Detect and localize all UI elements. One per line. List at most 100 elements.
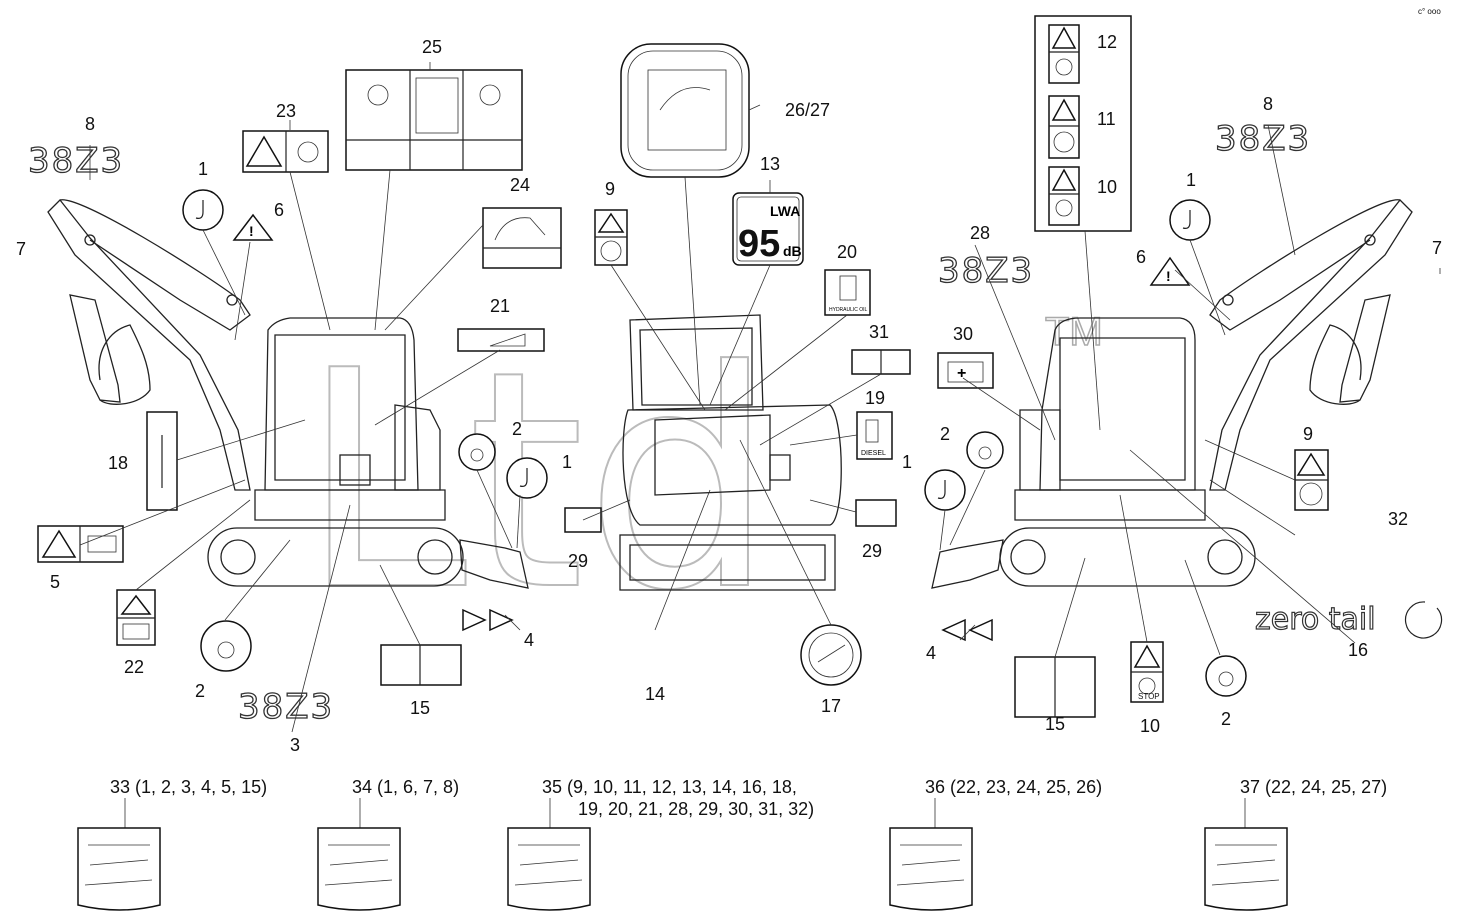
hydraulic-label: HYDRAULIC OIL — [829, 307, 868, 313]
kit-label: 33 (1, 2, 3, 4, 5, 15) — [110, 777, 267, 797]
callout: 31 — [869, 322, 889, 342]
sound-unit: LWA — [770, 203, 800, 219]
callout: 18 — [108, 453, 128, 473]
kit-label: 37 (22, 24, 25, 27) — [1240, 777, 1387, 797]
callout: 14 — [645, 684, 665, 704]
callout: 24 — [510, 175, 530, 195]
kit-label: 34 (1, 6, 7, 8) — [352, 777, 459, 797]
callout: 5 — [50, 572, 60, 592]
callout: 6 — [274, 200, 284, 220]
tie-down-icon — [200, 431, 1247, 697]
logo-text: zero tail — [1255, 602, 1376, 637]
callout-numbers: 1 1 1 1 2 2 2 2 3 4 4 5 6 6 7 7 8 8 9 9 … — [16, 32, 1442, 755]
decal-30: + — [937, 352, 994, 389]
callout: 22 — [124, 657, 144, 677]
stop-label: STOP — [1138, 692, 1160, 701]
right-excavator — [931, 199, 1413, 589]
decal-24 — [482, 207, 562, 269]
kit-33: 33 (1, 2, 3, 4, 5, 15) — [77, 777, 267, 911]
callout: 10 — [1097, 177, 1117, 197]
decal-5 — [37, 525, 124, 563]
callout: 25 — [422, 37, 442, 57]
sound-suffix: dB — [783, 243, 802, 259]
callout: 9 — [605, 179, 615, 199]
model-decal-8-right: 38Z3 — [1215, 119, 1311, 159]
callout: 7 — [16, 239, 26, 259]
decal-15 — [380, 644, 1096, 718]
arrow-decal-4 — [462, 608, 993, 642]
decal-29-left — [564, 507, 602, 533]
decal-21 — [457, 328, 545, 352]
sound-value: 95 — [738, 223, 780, 265]
callout: 32 — [1388, 509, 1408, 529]
callout: 1 — [902, 452, 912, 472]
decal-25 — [345, 69, 523, 171]
callout: 29 — [862, 541, 882, 561]
svg-text:!: ! — [1166, 268, 1171, 284]
decal-17 — [800, 624, 862, 686]
callout: 11 — [1097, 109, 1116, 129]
decal-13: LWA 95 dB — [732, 192, 804, 266]
callout: 4 — [524, 630, 534, 650]
callout: 17 — [821, 696, 841, 716]
decal-10-lower: STOP — [1130, 641, 1164, 703]
decal-26-27 — [620, 43, 750, 178]
callout: 1 — [1186, 170, 1196, 190]
kit-36: 36 (22, 23, 24, 25, 26) — [889, 777, 1102, 911]
callout: 23 — [276, 101, 296, 121]
decal-23 — [242, 130, 329, 173]
decal-20: HYDRAULIC OIL — [824, 269, 871, 316]
kit-35: 35 (9, 10, 11, 12, 13, 14, 16, 18, 19, 2… — [507, 777, 814, 911]
diesel-label: DIESEL — [861, 450, 886, 457]
decal-22 — [116, 589, 156, 646]
callout: 7 — [1432, 238, 1442, 258]
callout: 2 — [512, 419, 522, 439]
svg-text:+: + — [957, 365, 966, 382]
decal-strip-10-11-12 — [1034, 15, 1132, 232]
callout: 21 — [490, 296, 510, 316]
decal-31 — [851, 349, 911, 375]
warning-triangle-icon: ! ! — [232, 213, 1191, 286]
callout: 10 — [1140, 716, 1160, 736]
decal-18 — [146, 411, 178, 511]
zero-tail-logo: zero tail — [1254, 601, 1443, 639]
callout: 3 — [290, 735, 300, 755]
kit-label-line2: 19, 20, 21, 28, 29, 30, 31, 32) — [578, 799, 814, 819]
left-excavator — [47, 199, 529, 589]
callout: 12 — [1097, 32, 1117, 52]
callout: 19 — [865, 388, 885, 408]
center-excavator — [619, 314, 842, 591]
kit-label: 35 (9, 10, 11, 12, 13, 14, 16, 18, — [542, 777, 797, 797]
callout: 8 — [85, 114, 95, 134]
decal-19: DIESEL — [856, 411, 893, 460]
callout: 2 — [1221, 709, 1231, 729]
corner-mark: c° ooo — [1418, 7, 1441, 16]
callout: 28 — [970, 223, 990, 243]
svg-text:!: ! — [249, 223, 254, 239]
callout: 15 — [410, 698, 430, 718]
callout: 8 — [1263, 94, 1273, 114]
model-decal-8-left: 38Z3 — [28, 141, 124, 181]
callout: 26/27 — [785, 100, 830, 120]
callout: 20 — [837, 242, 857, 262]
hook-icon — [182, 189, 1211, 511]
callout: 2 — [195, 681, 205, 701]
callout: 13 — [760, 154, 780, 174]
leader-lines — [79, 62, 1441, 733]
kit-37: 37 (22, 24, 25, 27) — [1204, 777, 1387, 911]
model-decal-3: 38Z3 — [238, 687, 334, 727]
callout: 1 — [562, 452, 572, 472]
callout: 9 — [1303, 424, 1313, 444]
decal-9 — [594, 209, 1329, 511]
callout: 15 — [1045, 714, 1065, 734]
kit-34: 34 (1, 6, 7, 8) — [317, 777, 459, 911]
decal-29-right — [855, 499, 897, 527]
callout: 1 — [198, 159, 208, 179]
callout: 6 — [1136, 247, 1146, 267]
kit-label: 36 (22, 23, 24, 25, 26) — [925, 777, 1102, 797]
callout: 4 — [926, 643, 936, 663]
callout: 2 — [940, 424, 950, 444]
callout: 29 — [568, 551, 588, 571]
